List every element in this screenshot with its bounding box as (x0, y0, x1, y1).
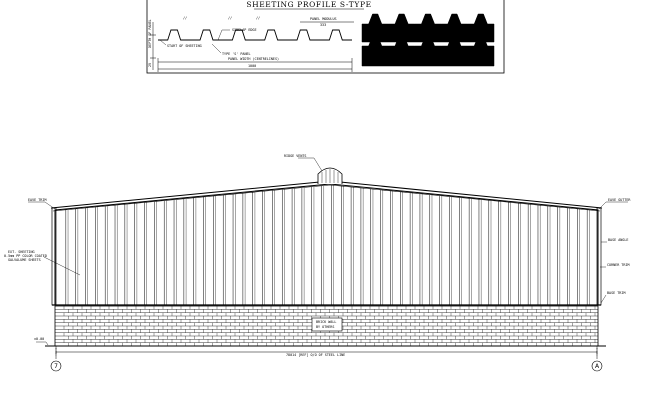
sheet-sample-2 (361, 35, 495, 67)
brick-note-line2: BY OTHERS (316, 325, 334, 329)
level-label: ±0.00 (34, 337, 44, 341)
grid-bubble-right (591, 360, 603, 372)
profile-frame (146, 0, 505, 74)
break-mark: // (256, 16, 260, 20)
ridge-vent (317, 167, 343, 184)
wall-sheet-ribs (65, 185, 590, 305)
sheet-sample-image (361, 13, 495, 67)
start-leader (159, 39, 167, 46)
crest-label: PANEL MODULUS (310, 17, 337, 21)
start-label: START OF SHEETING (167, 44, 202, 48)
panel-width-value: 1000 (248, 64, 256, 68)
depth-value: 29 (148, 63, 152, 67)
eave-trim-leader (28, 201, 56, 210)
profile-title: SHEETING PROFILE S-TYPE (246, 0, 371, 9)
grid-bubble-left (50, 360, 62, 372)
sheet-profile-line (158, 29, 352, 41)
brick-note-box (311, 317, 343, 332)
base-angle-label: BASE ANGLE (608, 238, 628, 242)
base-trim-label: BASE TRIM (607, 291, 625, 295)
crest-value: 333 (320, 23, 326, 27)
type-leader (211, 43, 222, 54)
base-trim-leader (600, 294, 607, 304)
eave-gutter-label: EAVE GUTTER (608, 198, 631, 202)
ridge-vent-label: RIDGE VENTS (284, 154, 306, 158)
depth-label: DEPTH OF PANEL (148, 19, 152, 48)
sidelap-leader (217, 29, 230, 41)
gable-wall-outline (54, 183, 599, 306)
building-elevation: BRICK WALL BY OTHERS RIDGE VENTS EAVE TR… (4, 154, 631, 372)
ridge-vent-leader (298, 157, 323, 172)
overall-dimension-label: 78014 [REF] O/O OF STEEL LINE (286, 353, 345, 357)
type-label: TYPE 'S' PANEL (222, 52, 251, 56)
sheet-sample-1 (361, 13, 495, 43)
roof-edge-inner (52, 184, 601, 212)
corner-trim-label: CORNER TRIM (607, 263, 629, 267)
profile-detail: SHEETING PROFILE S-TYPE DEPTH OF PANEL 2… (146, 0, 505, 74)
sidelap-label: SIDELAP EDGE (232, 28, 257, 32)
wall-sheeting-leader (43, 256, 81, 276)
brick-note-line1: BRICK WALL (316, 320, 336, 324)
grid-label-right: A (595, 363, 600, 370)
eave-gutter-leader (598, 201, 628, 210)
eave-trim-label: EAVE TRIM (28, 198, 46, 202)
wall-sheeting-label-1: EXT. SHEETING (8, 250, 35, 254)
break-mark: // (183, 16, 187, 20)
break-mark: // (228, 16, 232, 20)
grid-label-left: 7 (54, 363, 58, 370)
level-leader (36, 341, 49, 346)
panel-width-label: PANEL WIDTH (CENTRELINES) (228, 57, 279, 61)
wall-sheeting-label-3: GALVALUME SHEETS (8, 258, 41, 262)
wall-sheeting-label-2: 0.5mm PP COLOR COATED (4, 254, 47, 258)
